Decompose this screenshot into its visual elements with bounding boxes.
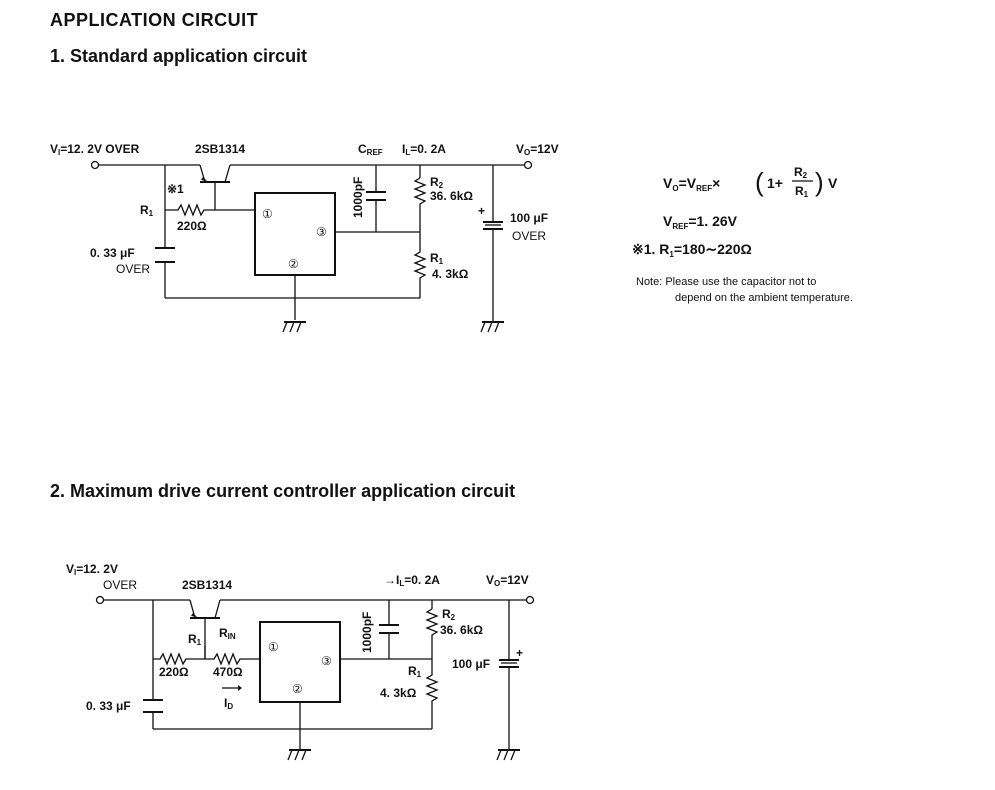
vout-terminal [525, 595, 535, 605]
r1-resistor [413, 232, 427, 298]
footnote-mark: ※1 [167, 182, 184, 196]
base-resistor-value: 220Ω [177, 219, 207, 233]
vin-label: VI=12. 2V OVER [50, 142, 140, 157]
il-label: →IL=0. 2A [384, 573, 440, 588]
input-cap-over: OVER [116, 262, 150, 276]
input-capacitor [155, 247, 175, 263]
ground-symbol [480, 321, 504, 333]
transistor-label: 2SB1314 [182, 578, 232, 592]
r1-divider-value: 4. 3kΩ [432, 267, 469, 281]
formula-numerator: R2 [794, 165, 808, 180]
ground-symbol [287, 749, 311, 761]
vin-over: OVER [103, 578, 137, 592]
input-cap-value: 0. 33 μF [90, 246, 135, 260]
r1-label: R1 [188, 632, 202, 647]
transistor-label: 2SB1314 [195, 142, 245, 156]
cref-capacitor [366, 191, 386, 201]
footnote-r1-range: ※1. R1=180∼220Ω [632, 241, 752, 259]
r1-divider-label: R1 [430, 251, 444, 266]
r2-label: R2 [442, 607, 456, 622]
max-drive-current-circuit: + VI=12. 2V OVER 2SB1314 R1 RIN 220Ω 470… [66, 562, 535, 761]
output-cap-value: 100 μF [510, 211, 548, 225]
ground-symbol [282, 321, 306, 333]
section-1-heading: 1. Standard application circuit [50, 46, 308, 66]
formula-unit: V [828, 175, 838, 191]
svg-text:+: + [478, 204, 485, 218]
ic-pin-1: ① [262, 207, 273, 221]
ic-pin-1: ① [268, 640, 279, 654]
r1-divider-resistor [425, 659, 439, 729]
note-line-1: Note: Please use the capacitor not to [636, 276, 816, 288]
close-paren: ) [815, 167, 824, 197]
r2-resistor [425, 608, 439, 659]
il-label: IL=0. 2A [402, 142, 446, 157]
standard-application-circuit: + VI=12. 2V OVER 2SB1314 ※1 R1 220Ω 0. 3… [50, 142, 559, 333]
rin-value: 470Ω [213, 665, 243, 679]
input-cap-value: 0. 33 μF [86, 699, 131, 713]
vout-label: VO=12V [486, 573, 529, 588]
r2-resistor [413, 177, 427, 232]
formula-one-plus: 1+ [767, 175, 783, 191]
svg-text:+: + [516, 646, 523, 660]
open-paren: ( [755, 167, 764, 197]
vin-label: VI=12. 2V [66, 562, 118, 577]
vout-terminal [523, 160, 533, 170]
vin-terminal [95, 595, 105, 605]
transistor-2sb1314 [189, 599, 221, 659]
r1-label: R1 [140, 203, 154, 218]
formula-denominator: R1 [795, 184, 809, 199]
cref-label: CREF [358, 142, 383, 157]
base-resistor [165, 203, 255, 217]
note-line-2: depend on the ambient temperature. [675, 292, 853, 304]
output-capacitor: + [499, 646, 523, 668]
ic-pin-3: ③ [316, 225, 327, 239]
vout-label: VO=12V [516, 142, 559, 157]
vref-formula: VREF=1. 26V [663, 213, 738, 231]
input-capacitor [143, 699, 163, 713]
cref-capacitor [379, 624, 399, 634]
output-cap-value: 100 μF [452, 657, 490, 671]
r1-divider-label: R1 [408, 664, 422, 679]
page-title: APPLICATION CIRCUIT [50, 10, 259, 30]
output-cap-over: OVER [512, 229, 546, 243]
r2-value: 36. 6kΩ [440, 623, 483, 637]
r2-value: 36. 6kΩ [430, 189, 473, 203]
r1-resistor [153, 652, 260, 666]
ic-pin-2: ② [288, 257, 299, 271]
rin-label: RIN [219, 626, 236, 641]
cref-value: 1000pF [360, 612, 374, 653]
id-label: ID [224, 696, 233, 711]
r2-label: R2 [430, 175, 444, 190]
cref-value: 1000pF [351, 177, 365, 218]
ground-symbol [496, 749, 520, 761]
r1-divider-value: 4. 3kΩ [380, 686, 417, 700]
vo-formula: VO=VREF× [663, 175, 720, 193]
vin-terminal [90, 160, 100, 170]
transistor-2sb1314 [199, 164, 231, 210]
output-capacitor: + [478, 204, 503, 230]
section-2-heading: 2. Maximum drive current controller appl… [50, 481, 516, 501]
formula-block: VO=VREF× ( 1+ R2 R1 ) V VREF=1. 26V ※1. … [632, 165, 853, 304]
ic-pin-2: ② [292, 682, 303, 696]
ic-pin-3: ③ [321, 654, 332, 668]
r1-value: 220Ω [159, 665, 189, 679]
